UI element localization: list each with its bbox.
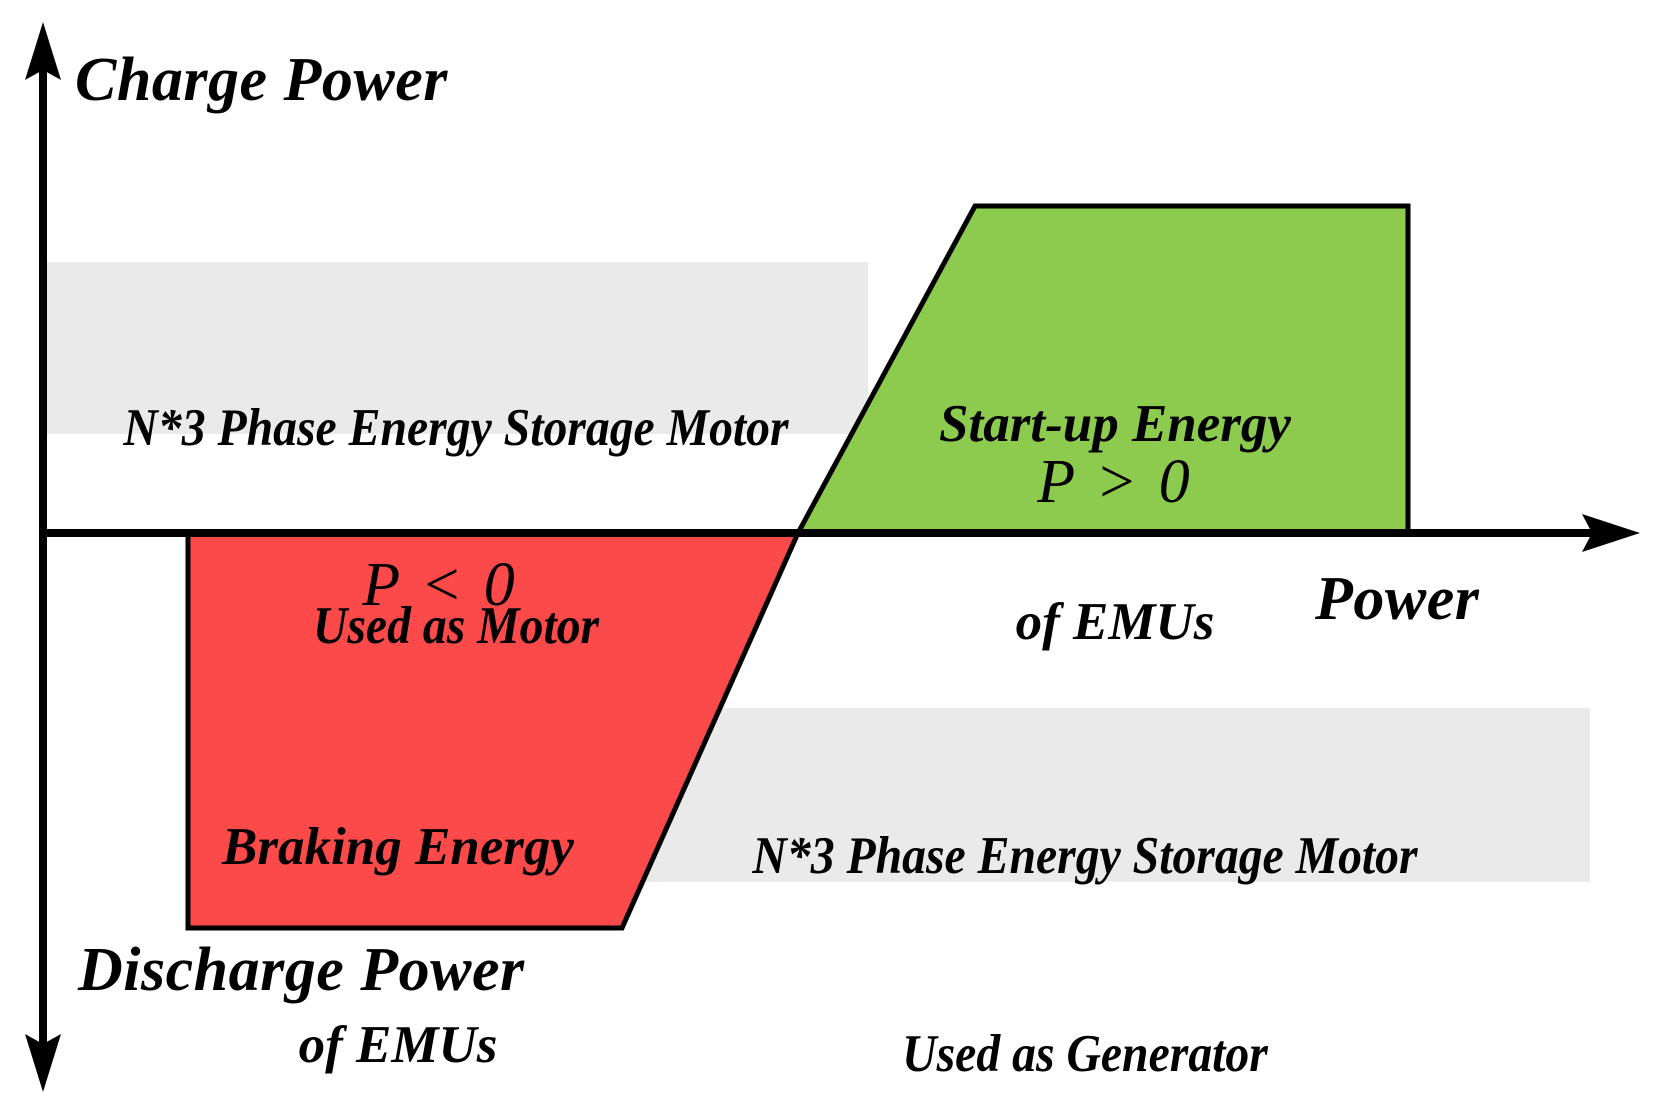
startup-energy-caption-line-2: of EMUs [1015,593,1215,652]
motor-band-caption-line-1: N*3 Phase Energy Storage Motor [123,398,789,457]
charge-power-axis-label: Charge Power [75,46,448,114]
vertical-axis-up-arrowhead [25,22,61,80]
braking-energy-caption-line-1: Braking Energy [222,817,574,876]
braking-energy-caption-line-2: of EMUs [298,1016,498,1075]
vertical-axis-down-arrowhead [25,1034,61,1092]
negative-power-condition: P < 0 [362,551,518,619]
startup-energy-caption: Start-up Energy of EMUs [905,258,1325,788]
motor-band-caption-line-2: Used as Motor [312,597,600,656]
discharge-power-axis-label: Discharge Power [78,936,525,1004]
generator-band-caption-line-1: N*3 Phase Energy Storage Motor [752,826,1418,885]
generator-band-caption: N*3 Phase Energy Storage Motor Used as G… [685,690,1486,1108]
braking-energy-caption: Braking Energy of EMUs [188,681,608,1108]
generator-band-background [622,708,1590,882]
positive-power-condition: P > 0 [1037,448,1193,516]
power-axis-label: Power [1315,565,1480,633]
generator-band-caption-line-2: Used as Generator [902,1025,1268,1084]
horizontal-axis-arrowhead [1582,514,1640,552]
startup-energy-caption-line-1: Start-up Energy [939,394,1291,453]
motor-band-background [46,262,868,434]
motor-band-caption: N*3 Phase Energy Storage Motor Used as M… [87,262,825,792]
